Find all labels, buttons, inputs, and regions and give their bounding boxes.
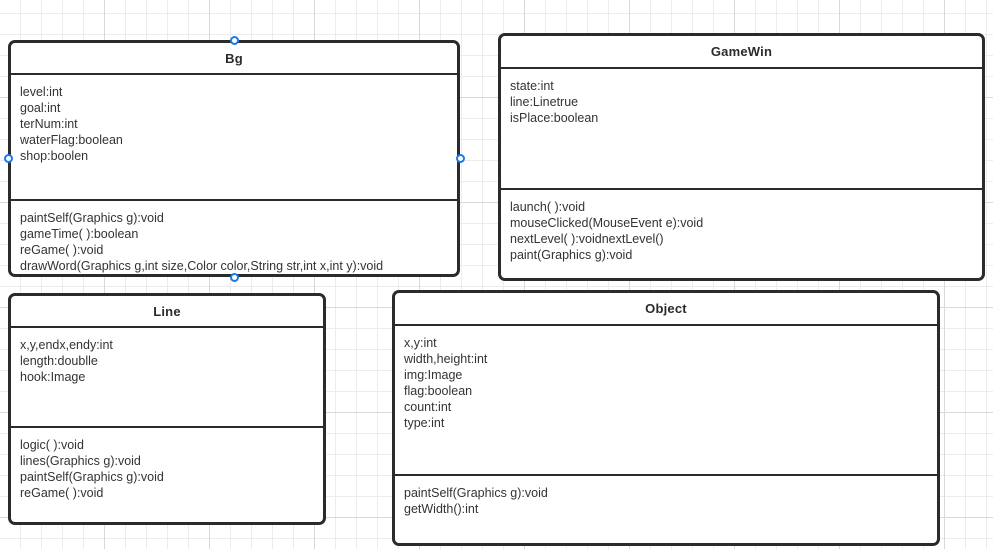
uml-attribute: waterFlag:boolean: [20, 132, 123, 147]
uml-attribute: state:int: [510, 79, 554, 93]
uml-attribute: terNum:int: [20, 116, 78, 131]
uml-method: lines(Graphics g):void: [20, 453, 141, 468]
uml-attribute: count:int: [404, 399, 452, 414]
uml-attribute: img:Image: [404, 367, 463, 382]
uml-class-title: Bg: [11, 43, 457, 75]
uml-method: getWidth():int: [404, 501, 479, 516]
uml-attribute: x,y,endx,endy:int: [20, 338, 113, 352]
uml-attribute: goal:int: [20, 100, 61, 115]
uml-attribute: width,height:int: [404, 351, 488, 366]
uml-method: reGame( ):void: [20, 485, 104, 500]
uml-method: reGame( ):void: [20, 242, 104, 257]
uml-attribute: shop:boolen: [20, 148, 89, 163]
selection-handle-bottom[interactable]: [229, 272, 239, 282]
uml-class-title: Line: [11, 296, 323, 328]
uml-attribute: line:Linetrue: [510, 94, 579, 109]
uml-class-title: Object: [395, 293, 937, 326]
uml-class-title: GameWin: [501, 36, 982, 69]
uml-attribute: x,y:int: [404, 336, 437, 350]
uml-method: drawWord(Graphics g,int size,Color color…: [20, 258, 384, 273]
uml-method: nextLevel( ):voidnextLevel(): [510, 231, 664, 246]
uml-method: mouseClicked(MouseEvent e):void: [510, 215, 704, 230]
uml-method: paintSelf(Graphics g):void: [404, 486, 548, 500]
uml-attribute: level:int: [20, 85, 63, 99]
uml-attribute: type:int: [404, 415, 445, 430]
uml-method: gameTime( ):boolean: [20, 226, 139, 241]
selection-handle-top[interactable]: [229, 35, 239, 45]
selection-handle-left[interactable]: [3, 154, 13, 163]
uml-attribute: length:doublle: [20, 353, 98, 368]
uml-attribute: isPlace:boolean: [510, 110, 599, 125]
uml-method: logic( ):void: [20, 438, 84, 452]
uml-method: paintSelf(Graphics g):void: [20, 469, 164, 484]
uml-attribute: flag:boolean: [404, 383, 473, 398]
uml-method: paint(Graphics g):void: [510, 247, 633, 262]
uml-method: paintSelf(Graphics g):void: [20, 211, 164, 225]
uml-method: launch( ):void: [510, 200, 586, 214]
selection-handle-right[interactable]: [455, 154, 465, 163]
uml-attribute: hook:Image: [20, 369, 86, 384]
